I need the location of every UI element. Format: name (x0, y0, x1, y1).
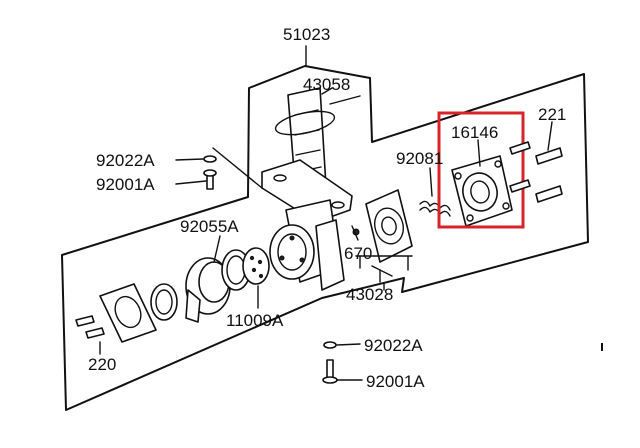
highlighted-part-16146 (451, 139, 513, 227)
gasket-cup (185, 235, 251, 323)
label-92022a-upper: 92022A (96, 151, 155, 170)
highlight-box (437, 111, 525, 229)
bolt-upper-left (175, 147, 263, 190)
label-51023: 51023 (283, 25, 330, 44)
label-670: 670 (344, 244, 372, 263)
label-92081: 92081 (396, 149, 443, 168)
leader-43058 (329, 95, 361, 105)
label-43058: 43058 (303, 75, 350, 94)
label-220: 220 (88, 355, 116, 374)
label-43028: 43028 (346, 285, 393, 304)
label-92022a-lower: 92022A (364, 336, 423, 355)
small-part-670 (351, 225, 360, 241)
bolt-lower-center (322, 341, 363, 384)
leader-670 (371, 265, 393, 277)
screws-221 (509, 121, 563, 203)
label-16146: 16146 (451, 123, 498, 142)
label-92001a-upper: 92001A (96, 175, 155, 194)
label-11009a: 11009A (226, 311, 284, 330)
label-221: 221 (538, 105, 566, 124)
flange-plate (355, 189, 413, 283)
cover-plate (75, 283, 178, 355)
label-92055a: 92055A (180, 217, 239, 236)
assembly-frame-outline (61, 65, 589, 411)
base-mount (261, 159, 353, 291)
label-92001a-lower: 92001A (366, 372, 425, 391)
perforated-disc (242, 247, 270, 309)
spring-valve (419, 167, 451, 217)
edge-mark (601, 343, 603, 351)
